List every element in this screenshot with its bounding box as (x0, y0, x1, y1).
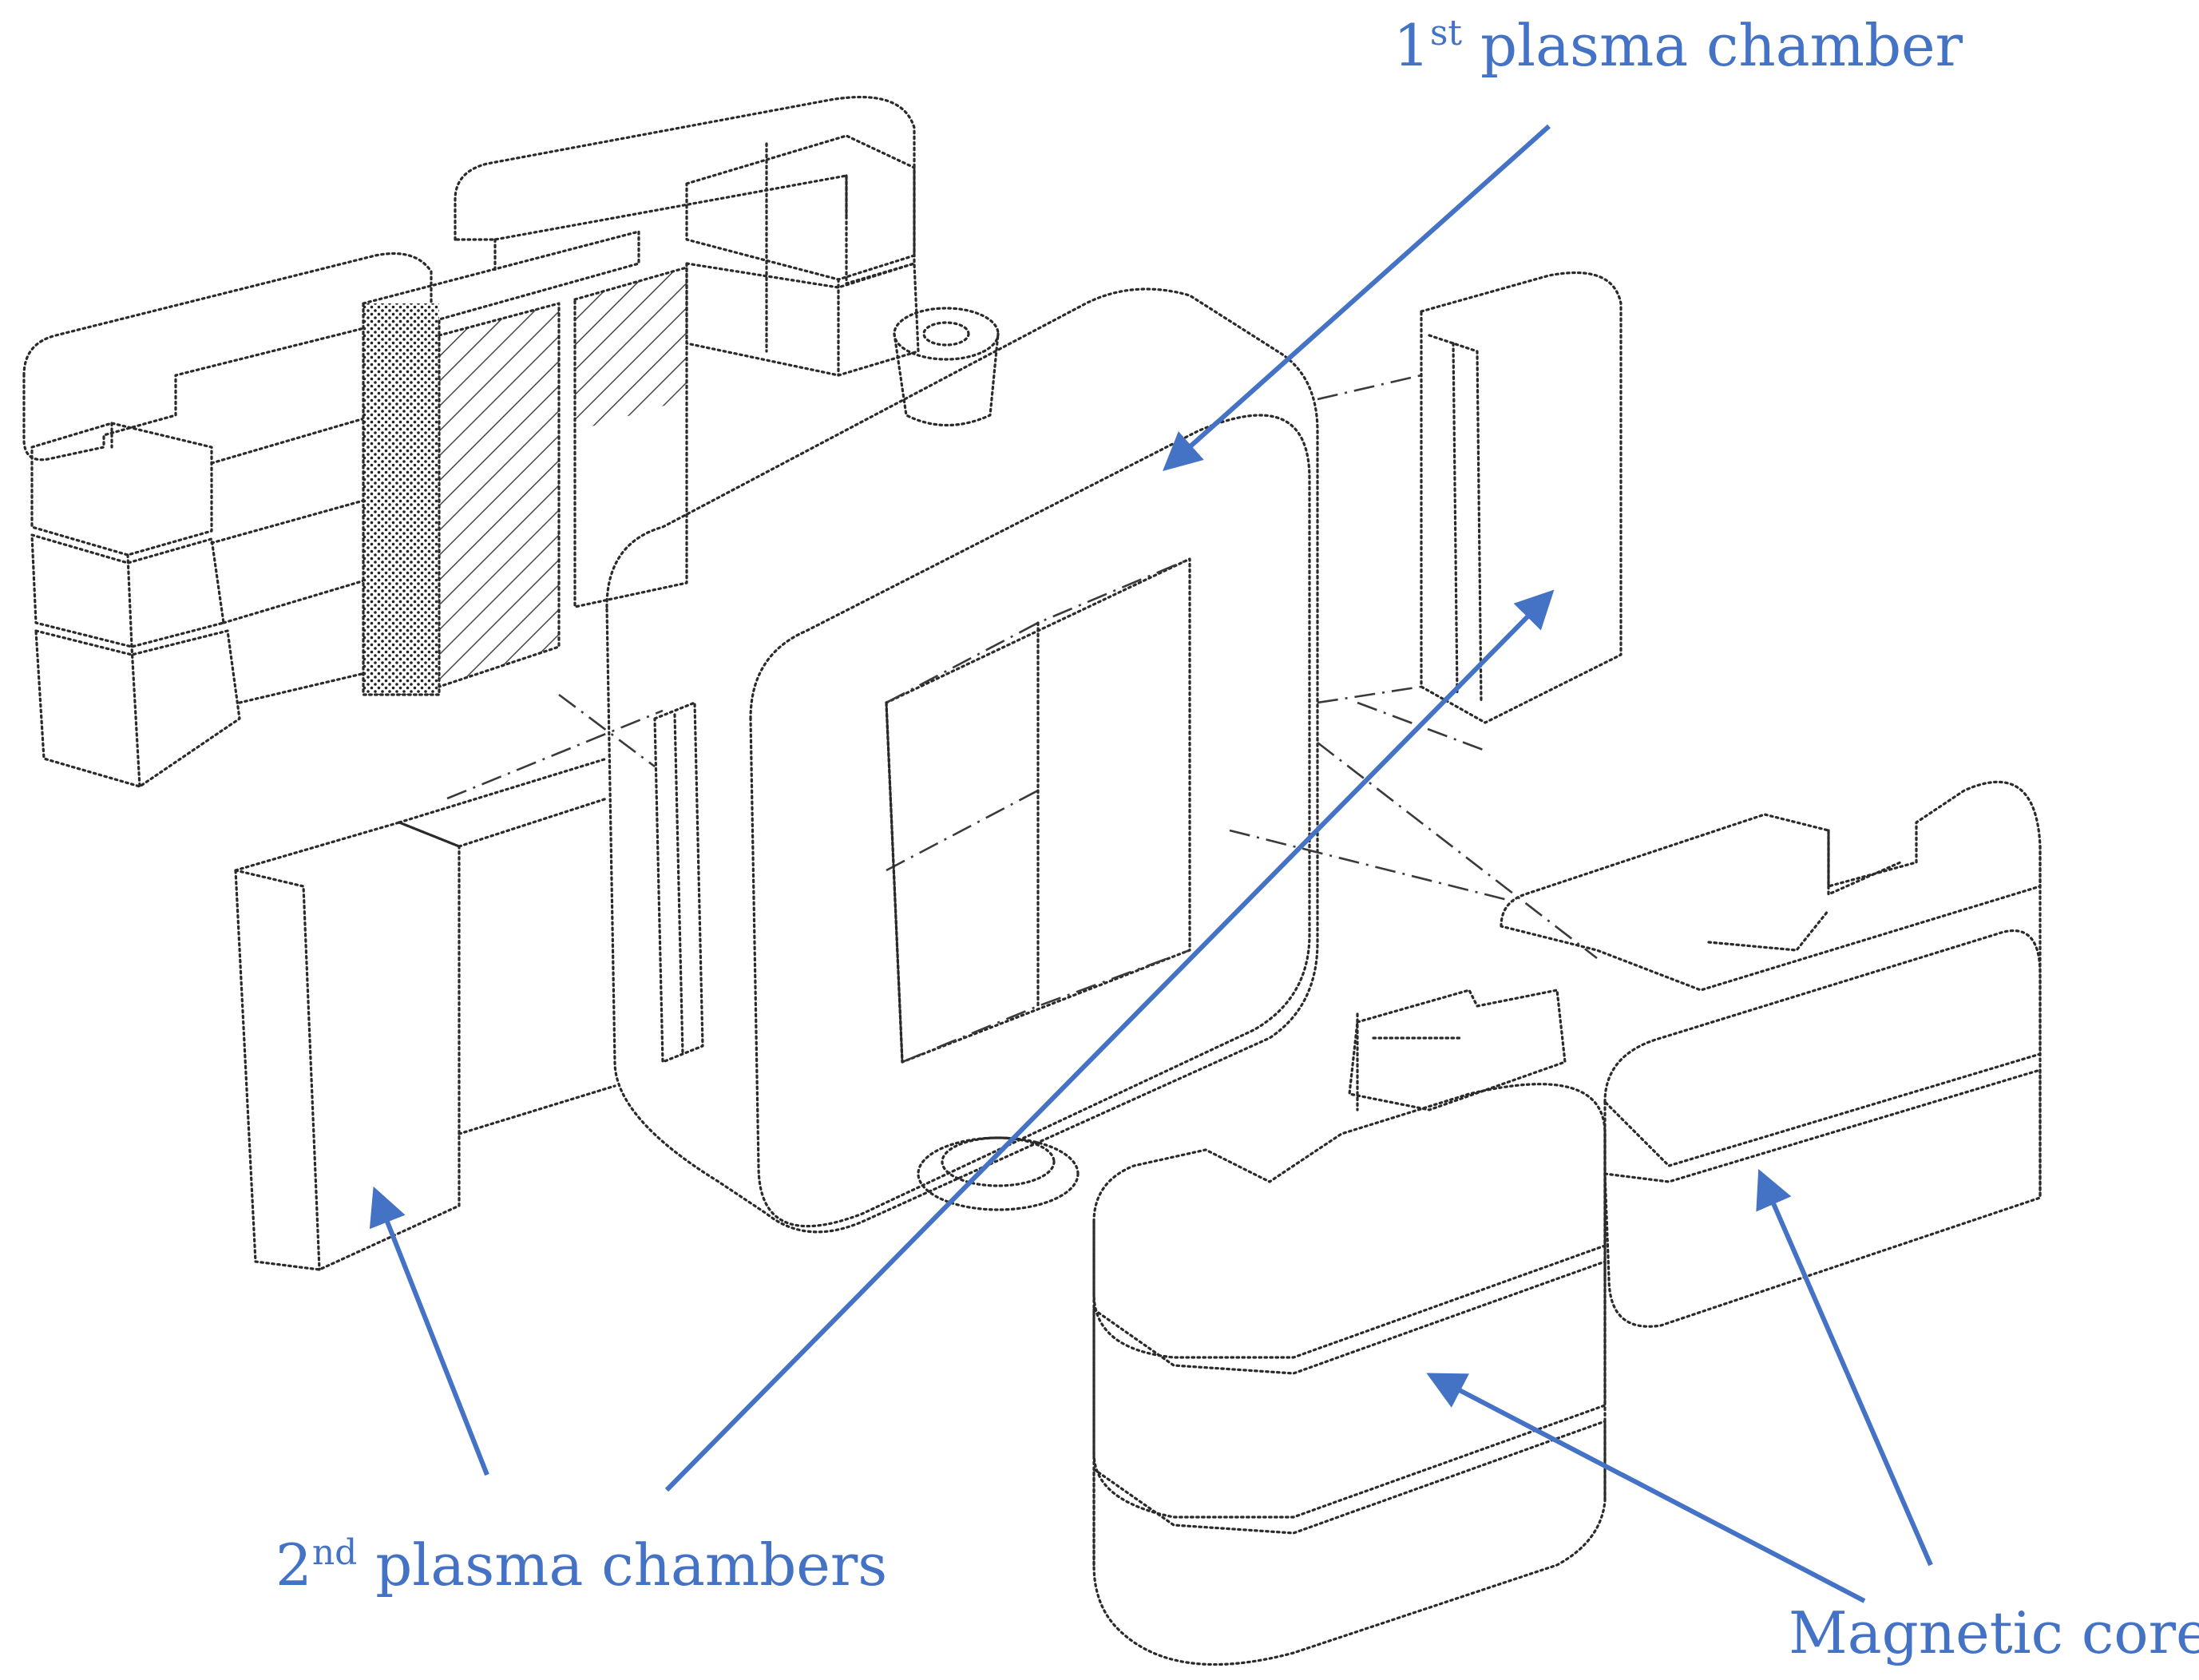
back-left-core-cluster (22, 95, 920, 788)
front-right-magnetic-core (1092, 741, 2042, 1666)
arrow-magnetic-core-left (1426, 1373, 1866, 1603)
right-stack-layer-2 (1603, 1068, 2042, 1328)
arrow-second-chamber-left (369, 1186, 489, 1476)
top-port (893, 307, 1000, 361)
second-plasma-chamber-right (1317, 271, 1623, 752)
second-plasma-chamber-left (234, 693, 664, 1271)
front-stack-layer-3 (1092, 1420, 1607, 1666)
back-top-u-core (454, 95, 916, 285)
first-plasma-chamber (605, 287, 1319, 1234)
label-magnetic-core: Magnetic core (1789, 1599, 2199, 1666)
front-stack-layer-1 (1092, 1083, 1607, 1359)
back-stack-block-a (685, 134, 916, 281)
left-u-core-top (1348, 989, 1567, 1111)
arrow-second-chamber-right (664, 589, 1555, 1492)
chamber-side-slot (653, 701, 704, 1064)
left-stack-block-3 (34, 629, 241, 788)
right-stack-layer-1 (1603, 929, 2042, 1167)
front-stack-layer-2 (1092, 1260, 1607, 1519)
arrow-first-chamber (1163, 124, 1551, 471)
label-second-plasma-chambers: 2nd plasma chambers (275, 1531, 887, 1599)
arrow-magnetic-core-right (1756, 1168, 1933, 1567)
coil-winding-dense (363, 303, 439, 695)
chamber-front-face (749, 414, 1311, 1228)
coil-hatched-section-1 (439, 303, 559, 687)
label-first-plasma-chamber: 1st plasma chamber (1393, 12, 1963, 79)
back-stack-block-b (685, 262, 920, 377)
left-stack-block-2 (30, 533, 225, 648)
coil-hatched-section-2 (575, 267, 687, 431)
chamber-outer-ring (605, 287, 1319, 1234)
left-stack-block-1 (30, 422, 213, 557)
right-u-core-top (1500, 780, 2042, 992)
